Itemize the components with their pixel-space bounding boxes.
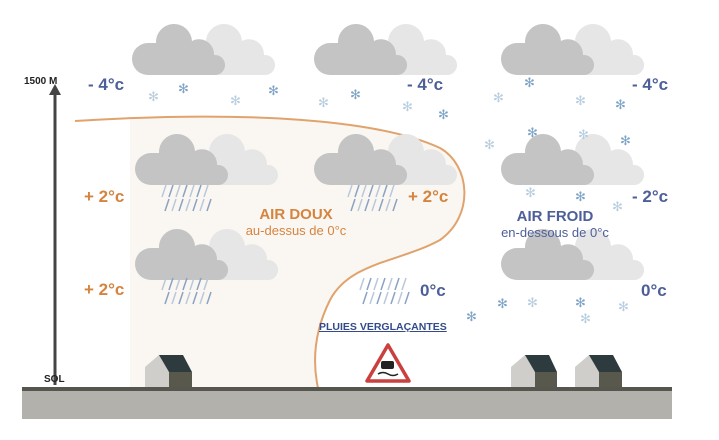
snowflake-icon: ✻ [493, 90, 504, 105]
rain-icon [161, 184, 212, 212]
snowflake-icon: ✻ [484, 137, 495, 152]
temp-right-top: - 4°c [632, 75, 669, 94]
temp-left-low: + 2°c [84, 280, 125, 299]
cloud-icon [501, 228, 645, 280]
cold-air-subtitle: en-dessous de 0°c [501, 225, 609, 240]
snowflake-icon: ✻ [525, 185, 536, 200]
snowflake-icon: ✻ [575, 295, 586, 310]
snowflake-icon: ✻ [524, 75, 535, 90]
snowflake-icon: ✻ [578, 127, 589, 142]
cloud-icon [135, 228, 279, 280]
house-icon [511, 355, 557, 388]
snowflake-icon: ✻ [575, 189, 586, 204]
snowflake-icon: ✻ [620, 133, 631, 148]
snowflake-icon: ✻ [178, 81, 189, 96]
snowflake-icon: ✻ [438, 107, 449, 122]
snowflake-icon: ✻ [318, 95, 329, 110]
cloud-icon [501, 23, 645, 75]
cloud-icon [132, 23, 276, 75]
rain-icon [359, 277, 410, 305]
temp-center-low: 0°c [420, 281, 446, 300]
temp-center-top: - 4°c [407, 75, 444, 94]
house-icon [145, 355, 192, 388]
rain-icon [347, 184, 398, 212]
snowflake-icon: ✻ [497, 296, 508, 311]
slippery-road-warning-icon [365, 343, 411, 383]
cold-air-label: AIR FROID en-dessous de 0°c [490, 208, 620, 240]
warm-air-boundary [74, 115, 466, 389]
rain-icon [161, 277, 212, 305]
temp-right-low: 0°c [641, 281, 667, 300]
snowflake-icon: ✻ [580, 311, 591, 326]
ground-surface-line [22, 387, 672, 391]
house-icon [575, 355, 622, 388]
temp-left-mid: + 2°c [84, 187, 125, 206]
snowflake-icon: ✻ [618, 299, 629, 314]
cloud-icon [314, 133, 458, 185]
freezing-rain-label: PLUIES VERGLAÇANTES [319, 321, 447, 333]
snowflake-icon: ✻ [615, 97, 626, 112]
cold-air-title: AIR FROID [516, 208, 594, 225]
cloud-icon [501, 133, 645, 185]
snowflake-icon: ✻ [527, 125, 538, 140]
snowflake-icon: ✻ [575, 93, 586, 108]
temp-right-mid: - 2°c [632, 187, 669, 206]
snowflake-icon: ✻ [268, 83, 279, 98]
cloud-icon [135, 133, 279, 185]
snowflake-icon: ✻ [402, 99, 413, 114]
axis-arrowhead [49, 84, 61, 95]
snowflake-icon: ✻ [466, 309, 477, 324]
warm-air-title: AIR DOUX [259, 206, 333, 223]
warm-air-label: AIR DOUX au-dessus de 0°c [236, 206, 356, 238]
snowflake-icon: ✻ [527, 295, 538, 310]
axis-bottom-label: SOL [44, 374, 65, 385]
axis-top-label: 1500 M [24, 76, 58, 87]
temp-left-top: - 4°c [88, 75, 125, 94]
cloud-icon [314, 23, 458, 75]
snowflake-icon: ✻ [350, 87, 361, 102]
ground [22, 390, 672, 419]
snowflake-icon: ✻ [612, 199, 623, 214]
warm-air-subtitle: au-dessus de 0°c [245, 223, 347, 238]
snowflake-icon: ✻ [230, 93, 241, 108]
snowflake-icon: ✻ [148, 89, 159, 104]
temp-center-mid: + 2°c [408, 187, 449, 206]
